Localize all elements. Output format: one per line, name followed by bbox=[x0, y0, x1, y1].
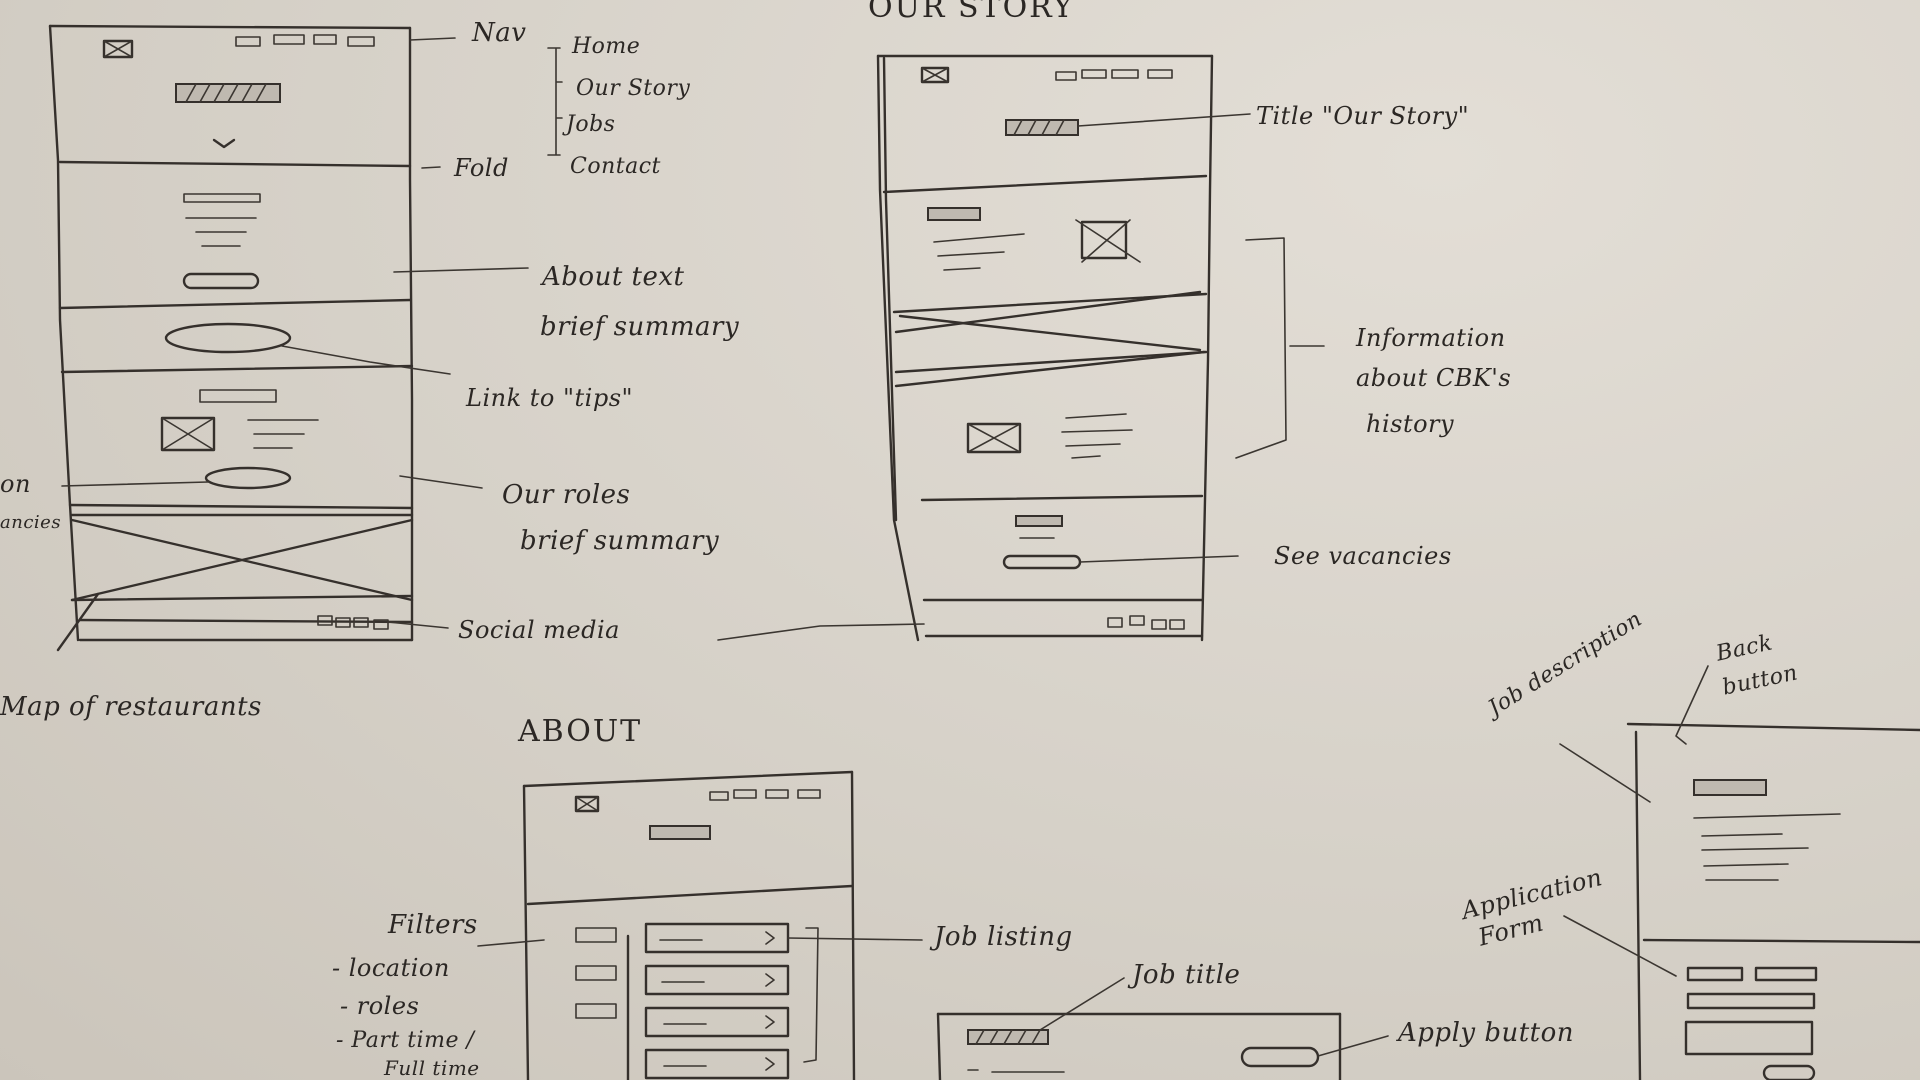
our-story-annotation-lines bbox=[717, 113, 1325, 641]
roles-label-2: brief summary bbox=[520, 526, 720, 556]
fold-label: Fold bbox=[454, 154, 509, 182]
our-story-heading: OUR STORY bbox=[868, 0, 1075, 25]
about-heading: ABOUT bbox=[518, 714, 643, 749]
left-edge-label-1: on bbox=[0, 470, 31, 498]
job-description-wireframe bbox=[1559, 665, 1920, 1080]
job-title-label: Job title bbox=[1132, 960, 1241, 990]
filter-fulltime-label: Full time bbox=[384, 1056, 480, 1080]
map-label: Map of restaurants bbox=[0, 692, 262, 722]
nav-item-jobs: Jobs bbox=[566, 112, 616, 137]
about-text-label-2: brief summary bbox=[540, 312, 740, 342]
job-listing-label: Job listing bbox=[934, 922, 1073, 952]
jobs-wireframe bbox=[522, 770, 856, 1080]
see-vacancies-label: See vacancies bbox=[1274, 542, 1452, 570]
social-media-label: Social media bbox=[458, 616, 620, 644]
filter-location-label: - location bbox=[332, 954, 450, 982]
roles-label-1: Our roles bbox=[502, 480, 631, 510]
home-wireframe bbox=[48, 24, 414, 652]
apply-button-label: Apply button bbox=[1398, 1018, 1575, 1048]
title-our-story-label: Title "Our Story" bbox=[1256, 102, 1470, 130]
job-detail-wireframe bbox=[936, 977, 1389, 1080]
info-label-2: about CBK's bbox=[1356, 364, 1512, 392]
filter-parttime-label: - Part time / bbox=[336, 1028, 475, 1053]
link-tips-label: Link to "tips" bbox=[466, 384, 634, 412]
nav-item-our-story: Our Story bbox=[576, 76, 691, 101]
filter-roles-label: - roles bbox=[340, 992, 420, 1020]
about-text-label-1: About text bbox=[542, 262, 685, 292]
info-label-3: history bbox=[1366, 410, 1455, 438]
left-edge-label-2: ancies bbox=[0, 512, 62, 533]
nav-item-contact: Contact bbox=[570, 154, 661, 179]
our-story-wireframe bbox=[876, 54, 1214, 642]
filters-label: Filters bbox=[388, 910, 478, 940]
nav-item-home: Home bbox=[572, 34, 641, 59]
nav-label: Nav bbox=[472, 18, 527, 48]
jobs-annotation-lines bbox=[477, 937, 923, 947]
info-label-1: Information bbox=[1356, 324, 1506, 352]
home-annotation-lines bbox=[61, 37, 563, 629]
